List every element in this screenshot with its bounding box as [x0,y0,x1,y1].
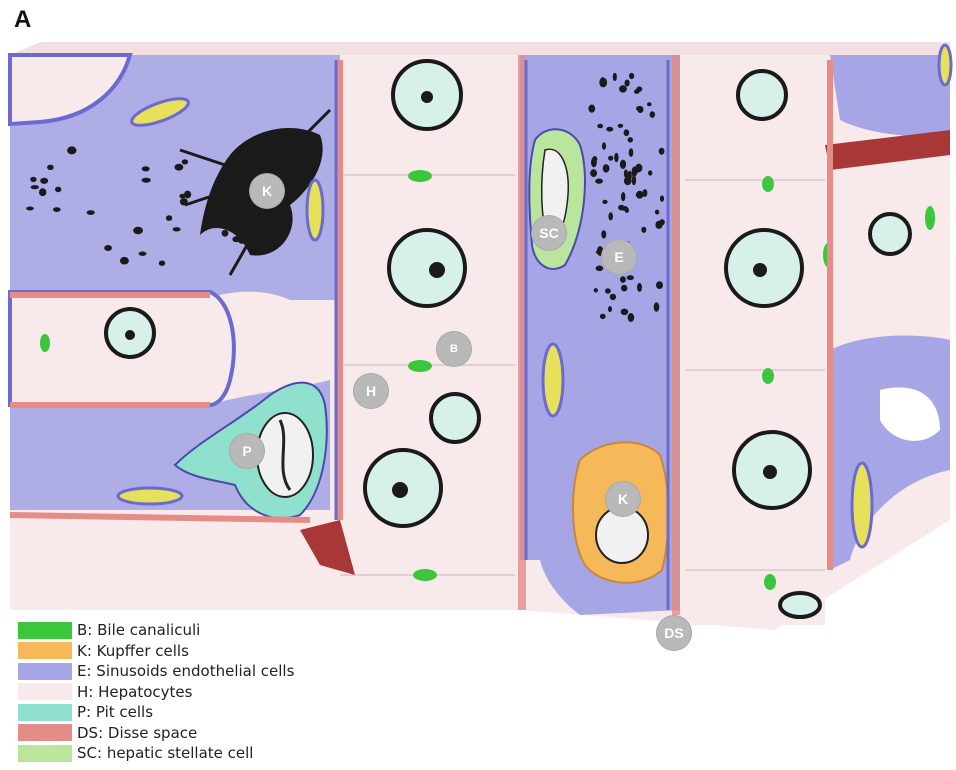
legend-text: SC: hepatic stellate cell [77,744,253,762]
label-kupffer-bottom: K [606,482,640,516]
hepatocyte-central-plate [340,55,515,610]
block-top-face [10,42,950,55]
label-pit: P [230,434,264,468]
legend-swatch [18,663,72,680]
legend-swatch [18,724,72,741]
legend-text: P: Pit cells [77,703,153,721]
stellate-body-3 [118,488,182,504]
legend-text: B: Bile canaliculi [77,621,200,639]
legend-swatch [18,622,72,639]
legend-item: SC: hepatic stellate cell [18,743,358,764]
legend-text: H: Hepatocytes [77,683,192,701]
stellate-body-4 [543,344,563,416]
legend-text: E: Sinusoids endothelial cells [77,662,294,680]
label-kupffer-top: K [250,174,284,208]
legend-swatch [18,642,72,659]
label-bile: B [437,332,471,366]
legend-swatch [18,745,72,762]
legend-item: E: Sinusoids endothelial cells [18,661,358,682]
stellate-body-5 [852,463,872,547]
liver-tissue-diagram [0,0,956,640]
label-endothelial: E [602,240,636,274]
stellate-body-2 [307,180,323,240]
stellate-body-6 [939,45,951,85]
label-disse: DS [657,616,691,650]
legend-item: K: Kupffer cells [18,641,358,662]
legend-item: DS: Disse space [18,723,358,744]
legend: B: Bile canaliculi K: Kupffer cells E: S… [18,620,358,764]
legend-swatch [18,683,72,700]
label-stellate: SC [532,216,566,250]
legend-item: H: Hepatocytes [18,682,358,703]
legend-text: K: Kupffer cells [77,642,189,660]
label-hepatocyte: H [354,374,388,408]
legend-item: B: Bile canaliculi [18,620,358,641]
legend-swatch [18,704,72,721]
legend-text: DS: Disse space [77,724,197,742]
legend-item: P: Pit cells [18,702,358,723]
hepatocyte-right-plate [685,55,825,625]
